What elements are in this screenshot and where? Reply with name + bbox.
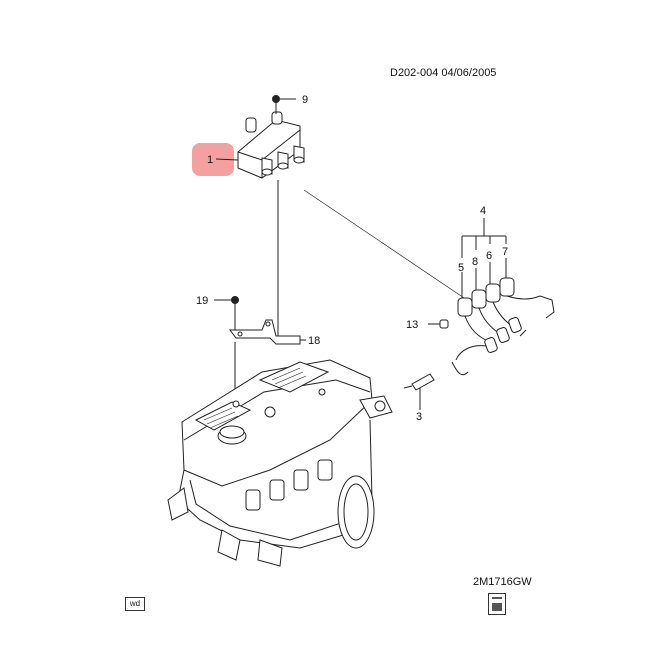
bolt-9 <box>272 95 296 114</box>
callout-7[interactable]: 7 <box>502 246 508 258</box>
callout-3[interactable]: 3 <box>416 411 422 423</box>
callout-8[interactable]: 8 <box>472 256 478 268</box>
manual-book-icon[interactable] <box>488 593 506 615</box>
engine-block <box>167 359 393 567</box>
clip-13 <box>428 319 449 329</box>
document-reference: D202-004 04/06/2005 <box>390 67 497 79</box>
wiring-diagram-icon[interactable]: wd <box>125 597 145 611</box>
callout-19[interactable]: 19 <box>196 295 208 307</box>
bracket-18 <box>229 319 301 345</box>
spark-plug-3 <box>403 373 435 410</box>
spark-plug-wire-set <box>451 277 555 376</box>
callout-9[interactable]: 9 <box>302 94 308 106</box>
callout-4[interactable]: 4 <box>480 205 486 217</box>
wire-alignment-line <box>303 189 471 303</box>
part-number-label: 2M1716GW <box>473 576 532 588</box>
bolt-19 <box>214 296 239 405</box>
callout-4-bracket <box>461 218 507 298</box>
callout-1[interactable]: 1 <box>207 154 213 166</box>
callout-18[interactable]: 18 <box>308 335 320 347</box>
callout-13[interactable]: 13 <box>406 319 418 331</box>
callout-5[interactable]: 5 <box>458 262 464 274</box>
ignition-coil <box>237 111 305 179</box>
callout-6[interactable]: 6 <box>486 250 492 262</box>
selected-callout-highlight[interactable] <box>192 143 234 176</box>
